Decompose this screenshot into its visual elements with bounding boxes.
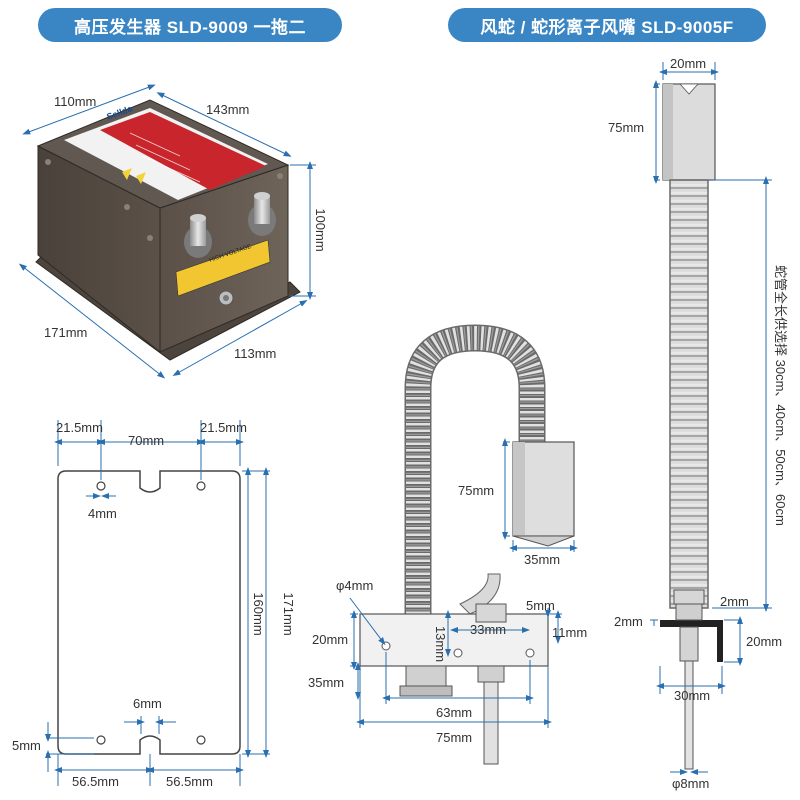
dim-slot-width: 6mm	[133, 696, 162, 711]
dim-hole-offset: 13mm	[433, 626, 448, 662]
air-snake-nozzle	[359, 324, 575, 765]
dim-bracket-height: 20mm	[312, 632, 348, 647]
dim-hole-span: 63mm	[436, 705, 472, 720]
dim-plate-right: 2mm	[720, 594, 749, 609]
dim-side-head-length: 75mm	[608, 120, 644, 135]
dim-bracket-side: 11mm	[552, 625, 587, 640]
mount-hole	[196, 735, 206, 745]
dim-bracket-top: 5mm	[526, 598, 555, 613]
mount-hole	[96, 735, 106, 745]
dim-bracket-gap: 33mm	[470, 622, 506, 637]
dim-head-diameter: 35mm	[524, 552, 560, 567]
dim-depth: 110mm	[54, 94, 96, 109]
dim-height-outer: 171mm	[281, 592, 296, 635]
dim-hole-dia: 4mm	[88, 506, 117, 521]
dim-bracket-depth: 35mm	[308, 675, 344, 690]
hv-terminal-left	[184, 214, 212, 258]
dim-height-inner: 160mm	[251, 592, 266, 635]
mounting-plate	[57, 470, 241, 755]
hose-length-note: 蛇管全长供选择 30cm、40cm、50cm、60cm	[773, 265, 788, 526]
dim-edge-left: 21.5mm	[56, 420, 103, 435]
mount-hole	[96, 481, 106, 491]
dim-bottom-offset: 5mm	[12, 738, 41, 753]
dim-plate-width: 30mm	[674, 688, 710, 703]
dim-height: 100mm	[313, 208, 328, 251]
mount-hole	[196, 481, 206, 491]
dim-rod-diameter: φ8mm	[672, 776, 709, 791]
dim-width: 143mm	[206, 102, 249, 117]
dim-tip-diameter: 20mm	[670, 56, 706, 71]
dim-plate-height: 20mm	[746, 634, 782, 649]
generator-box: Sellda HIGH VOLTAGE	[35, 99, 301, 361]
mounting-bracket	[359, 613, 549, 667]
dim-edge-right: 21.5mm	[200, 420, 247, 435]
warning-triangle-icon	[136, 172, 146, 184]
dim-base-length: 171mm	[44, 325, 87, 340]
title-banner-nozzle: 风蛇 / 蛇形离子风嘴 SLD-9005F	[448, 8, 766, 42]
dim-half-right: 56.5mm	[166, 774, 213, 789]
warning-triangle-icon	[122, 168, 132, 180]
dim-head-length: 75mm	[458, 483, 494, 498]
dim-base-width: 113mm	[234, 346, 276, 361]
dim-hole-diameter: φ4mm	[336, 578, 373, 593]
dim-bracket-length: 75mm	[436, 730, 472, 745]
dim-hole-spacing: 70mm	[128, 433, 164, 448]
side-view-nozzle	[660, 83, 723, 770]
title-nozzle: 风蛇 / 蛇形离子风嘴 SLD-9005F	[480, 17, 734, 37]
hv-terminal-right	[248, 192, 276, 236]
dim-half-left: 56.5mm	[72, 774, 119, 789]
dim-plate-left: 2mm	[614, 614, 643, 629]
title-generator: 高压发生器 SLD-9009 一拖二	[74, 17, 306, 37]
title-banner-generator: 高压发生器 SLD-9009 一拖二	[38, 8, 342, 42]
